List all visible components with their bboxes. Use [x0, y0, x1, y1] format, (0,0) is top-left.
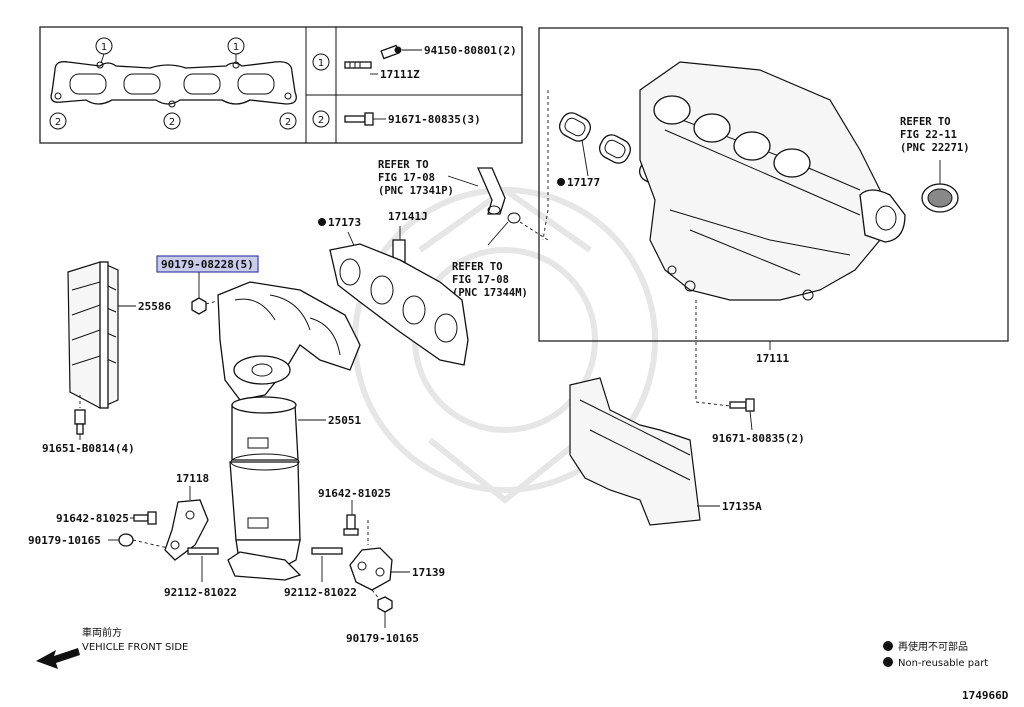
- label-94150: 94150-80801(2): [424, 44, 517, 57]
- svg-text:2: 2: [169, 117, 175, 128]
- label-17135A: 17135A: [722, 500, 762, 513]
- label-91651: 91651-B0814(4): [42, 442, 135, 455]
- ref-22271-line2: FIG 22-11: [900, 129, 957, 141]
- svg-text:2: 2: [285, 117, 291, 128]
- ref-22271-line1: REFER TO: [900, 116, 951, 128]
- ref-17344-line3: (PNC 17344M): [452, 287, 528, 299]
- bracket-17139: [349, 547, 393, 591]
- svg-text:1: 1: [318, 58, 324, 69]
- bolt-91671-2: [729, 398, 755, 412]
- label-17141J: 17141J: [388, 210, 428, 223]
- label-91671-3: 91671-80835(3): [388, 113, 481, 126]
- heat-insulator: [569, 377, 701, 526]
- ref-17344-line2: FIG 17-08: [452, 274, 509, 286]
- intake-manifold-box: 17177 REFER TO FIG 22-11 (PNC 22271: [538, 27, 1009, 342]
- ref-22271-line3: (PNC 22271): [900, 142, 970, 154]
- stud-nut-icon: [344, 44, 402, 69]
- intake-manifold: [639, 61, 906, 301]
- diagram-id: 174966D: [962, 689, 1009, 702]
- legend-jp: 再使用不可部品: [898, 640, 968, 653]
- label-90179-10165-left: 90179-10165: [28, 534, 101, 547]
- legend-non-reusable: 再使用不可部品 Non-reusable part: [883, 640, 988, 669]
- label-91671-2: 91671-80835(2): [712, 432, 805, 445]
- front-label-jp: 車両前方: [82, 626, 122, 639]
- marker-2-c: 2: [279, 112, 297, 130]
- label-17118: 17118: [176, 472, 209, 485]
- bolt-icon: [344, 112, 374, 126]
- label-90179-10165-mid: 90179-10165: [346, 632, 419, 645]
- vehicle-front-arrow-icon: [36, 648, 80, 669]
- exhaust-manifold-converter: [217, 281, 361, 581]
- heat-shield-25586: [67, 261, 119, 409]
- front-label-en: VEHICLE FRONT SIDE: [82, 642, 188, 653]
- table-marker-1: 1: [312, 53, 330, 71]
- label-91642-left: 91642-81025: [56, 512, 129, 525]
- legend-en: Non-reusable part: [898, 658, 988, 669]
- bolt-91642-left: [133, 511, 157, 525]
- svg-text:2: 2: [318, 115, 324, 126]
- stud-92112-b: [311, 547, 343, 555]
- marker-2-b: 2: [163, 112, 181, 130]
- table-marker-2: 2: [312, 110, 330, 128]
- bracket-17118: [164, 499, 209, 561]
- bolt-91642-mid: [343, 514, 359, 536]
- ref-17341-line2: FIG 17-08: [378, 172, 435, 184]
- bolt-91651: [74, 409, 86, 435]
- highlight-90179-08228[interactable]: 90179-08228(5): [156, 255, 259, 273]
- label-92112-a: 92112-81022: [164, 586, 237, 599]
- svg-text:2: 2: [55, 117, 61, 128]
- exhaust-gasket: [329, 243, 469, 366]
- pipe-17341: [477, 167, 521, 224]
- label-91642-mid: 91642-81025: [318, 487, 391, 500]
- label-25051: 25051: [328, 414, 361, 427]
- label-17177: 17177: [567, 176, 600, 189]
- label-17173: 17173: [328, 216, 361, 229]
- label-17111Z: 17111Z: [380, 68, 420, 81]
- svg-text:1: 1: [233, 42, 239, 53]
- gasket-inset: 1 1 2 2 2 1 2: [39, 26, 523, 144]
- ref-17341-line1: REFER TO: [378, 159, 429, 171]
- stud-92112-a: [187, 547, 219, 555]
- nut-90179-10165-mid: [377, 596, 393, 613]
- nut-90179-08228: [191, 297, 207, 315]
- ref-17341-line3: (PNC 17341P): [378, 185, 454, 197]
- label-92112-b: 92112-81022: [284, 586, 357, 599]
- svg-text:1: 1: [101, 42, 107, 53]
- label-17111: 17111: [756, 352, 789, 365]
- label-17139: 17139: [412, 566, 445, 579]
- label-90179-08228: 90179-08228(5): [161, 258, 254, 271]
- marker-2-a: 2: [49, 112, 67, 130]
- nut-90179-10165-left: [118, 533, 134, 547]
- label-25586: 25586: [138, 300, 171, 313]
- ref-17344-line1: REFER TO: [452, 261, 503, 273]
- mesh-gasket: [921, 183, 959, 213]
- marker-1-left: 1: [95, 37, 113, 64]
- marker-1-right: 1: [227, 37, 245, 63]
